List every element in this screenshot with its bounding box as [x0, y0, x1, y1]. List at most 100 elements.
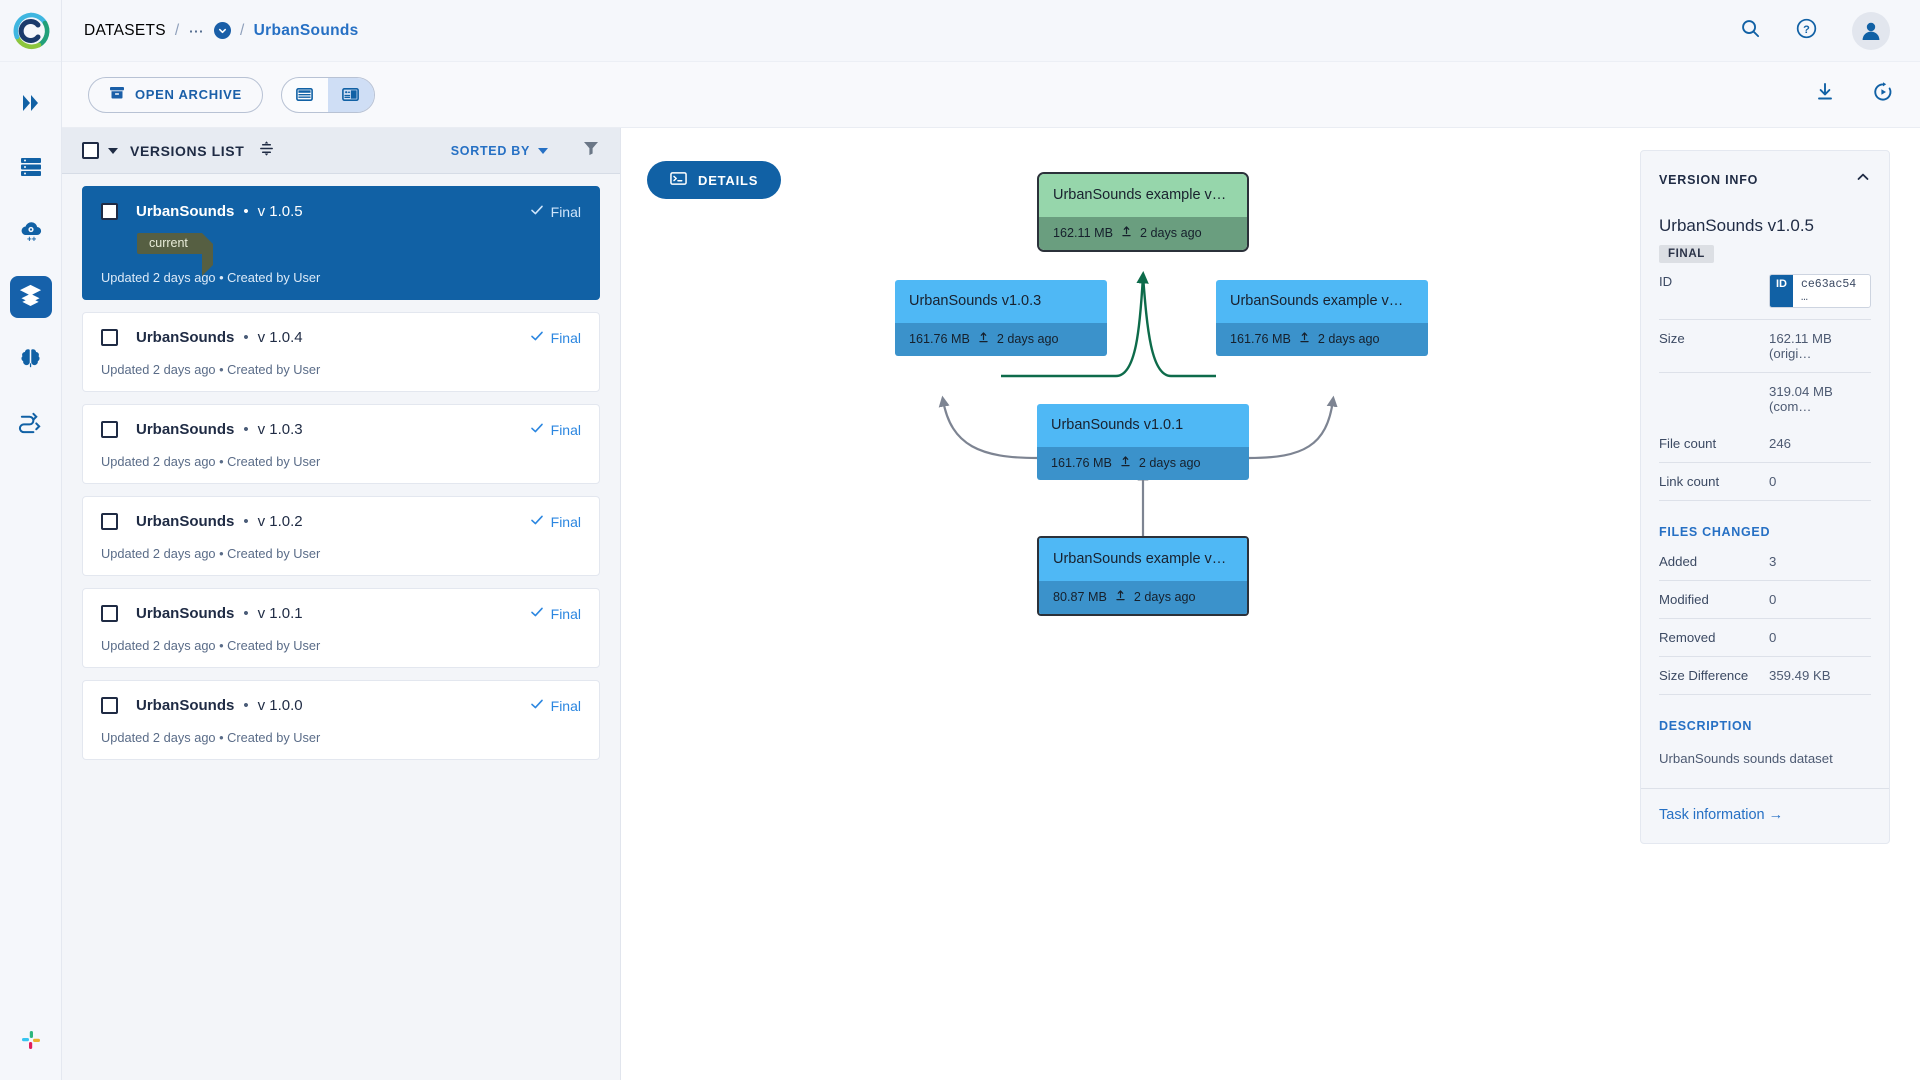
graph-node-title: UrbanSounds example v…: [1216, 280, 1428, 323]
collapse-chevron-up-icon[interactable]: [1855, 169, 1871, 190]
download-icon[interactable]: [1814, 81, 1836, 108]
info-row-value: 359.49 KB: [1769, 668, 1831, 683]
info-row: 319.04 MB (com…: [1659, 373, 1871, 425]
version-item-name: UrbanSounds: [136, 421, 235, 438]
version-checkbox[interactable]: [101, 329, 118, 346]
top-bar: DATASETS / ⋯ / UrbanSounds ?: [0, 0, 1920, 62]
version-item-name: UrbanSounds: [136, 605, 235, 622]
version-checkbox[interactable]: [101, 203, 118, 220]
separator-dot: •: [243, 513, 249, 530]
id-pill-value: ce63ac54 …: [1801, 278, 1857, 304]
info-row-value: 319.04 MB (com…: [1769, 384, 1833, 414]
sidebar-item-reports[interactable]: [10, 404, 52, 446]
avatar[interactable]: [1852, 11, 1890, 50]
sidebar-item-models[interactable]: [10, 340, 52, 382]
app-logo[interactable]: [0, 0, 62, 62]
version-checkbox[interactable]: [101, 605, 118, 622]
sidebar-item-pipelines[interactable]: [10, 84, 52, 126]
graph-node-size: 161.76 MB: [1051, 456, 1112, 470]
info-row-value: 0: [1769, 474, 1777, 489]
separator-dot: •: [243, 203, 249, 220]
version-item-status: Final: [530, 203, 581, 220]
search-icon[interactable]: [1740, 18, 1761, 44]
select-all-checkbox[interactable]: [82, 142, 99, 159]
slack-icon[interactable]: [18, 1027, 44, 1058]
version-item-status: Final: [530, 329, 581, 346]
version-item-status: Final: [530, 697, 581, 714]
check-icon: [530, 513, 544, 530]
info-row-value: 162.11 MB (origi…: [1769, 331, 1832, 361]
breadcrumb-overflow[interactable]: ⋯: [188, 22, 206, 40]
table-view-icon[interactable]: [282, 78, 328, 112]
workers-icon: [18, 154, 44, 185]
svg-text:++: ++: [27, 234, 37, 243]
breadcrumb-chevron-down-icon[interactable]: [214, 22, 232, 39]
details-view-icon[interactable]: [327, 77, 374, 112]
info-row-key: Size Difference: [1659, 668, 1749, 683]
view-mode-toggle: [280, 76, 375, 113]
sidebar-item-workers[interactable]: [10, 148, 52, 190]
separator-dot: •: [243, 329, 249, 346]
breadcrumb-root[interactable]: DATASETS: [84, 21, 166, 39]
version-checkbox[interactable]: [101, 697, 118, 714]
sorted-by-label: SORTED BY: [450, 143, 530, 158]
filter-icon[interactable]: [582, 139, 600, 162]
graph-node-size: 161.76 MB: [1230, 332, 1291, 346]
console-icon: [670, 170, 687, 190]
description-text: UrbanSounds sounds dataset: [1659, 751, 1833, 766]
version-item-name: UrbanSounds: [136, 203, 235, 220]
version-checkbox[interactable]: [101, 513, 118, 530]
version-name: UrbanSounds v1.0.5: [1659, 216, 1814, 235]
toolbar-actions: [1814, 81, 1894, 108]
sidebar-item-autoscalers[interactable]: ++: [10, 212, 52, 254]
info-row-key: Removed: [1659, 630, 1716, 645]
pipelines-icon: [18, 90, 44, 121]
version-item-version: v 1.0.0: [257, 697, 303, 714]
versions-panel: VERSIONS LIST SORTED BY UrbanSounds•v 1.…: [62, 128, 621, 1080]
brain-icon: [18, 346, 43, 376]
upload-icon: [1298, 331, 1311, 347]
sorted-by-dropdown[interactable]: SORTED BY: [451, 144, 548, 158]
info-row-value: 0: [1769, 630, 1777, 645]
graph-node-title: UrbanSounds example v…: [1039, 538, 1247, 581]
version-info-header: VERSION INFO: [1659, 169, 1871, 190]
compare-flows-icon: [18, 410, 43, 440]
check-icon: [530, 329, 544, 346]
graph-node-time: 2 days ago: [996, 332, 1059, 346]
separator-dot: •: [243, 697, 249, 714]
help-icon[interactable]: ?: [1795, 17, 1818, 45]
task-information-link[interactable]: Task information →: [1641, 788, 1889, 843]
cloud-gear-icon: ++: [18, 218, 44, 249]
version-checkbox[interactable]: [101, 421, 118, 438]
open-archive-button[interactable]: OPEN ARCHIVE: [88, 76, 263, 113]
info-row-key: ID: [1659, 274, 1673, 289]
sort-compact-icon[interactable]: [258, 140, 275, 162]
version-info-title: VERSION INFO: [1659, 172, 1759, 187]
select-all-chevron-down-icon[interactable]: [108, 147, 118, 154]
sidebar-item-datasets[interactable]: [9, 276, 52, 318]
sorted-by-chevron-down-icon: [538, 147, 548, 154]
details-button[interactable]: DETAILS: [647, 161, 782, 199]
run-history-icon[interactable]: [1872, 81, 1894, 108]
version-item-version: v 1.0.4: [257, 329, 303, 346]
check-icon: [530, 697, 544, 714]
